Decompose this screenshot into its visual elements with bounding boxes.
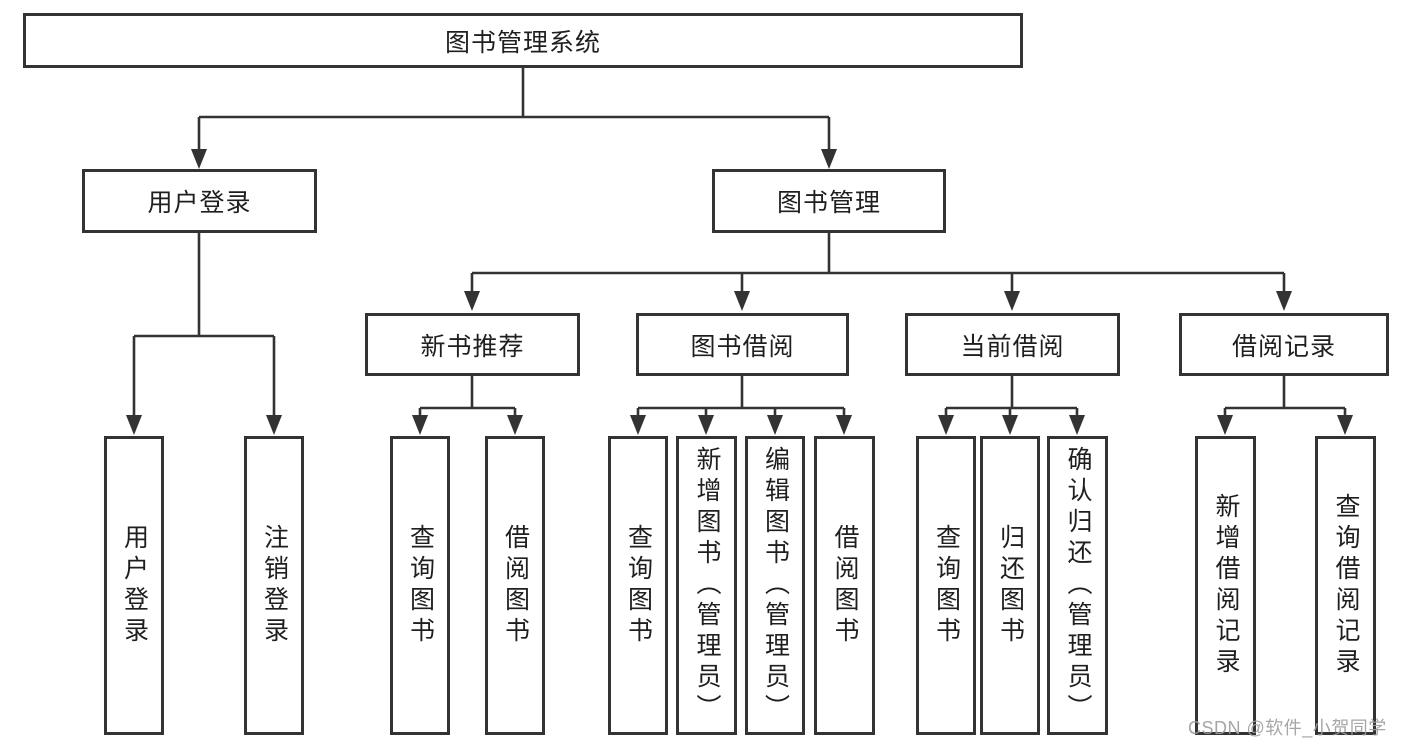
connector-root-to-level2 (197, 68, 831, 151)
leaf-user-login: 用户登录 (104, 436, 164, 735)
node-library-management-system: 图书管理系统 (23, 13, 1023, 68)
leaf-borrow-books-recommend: 借阅图书 (485, 436, 545, 735)
node-book-management: 图书管理 (712, 169, 946, 233)
node-label: 借阅记录 (1231, 332, 1336, 361)
connector-current-to-leaves (944, 376, 1079, 417)
leaf-label: 借阅图书 (831, 523, 859, 648)
leaf-label: 用户登录 (120, 523, 149, 648)
leaf-label: 新增图书（管理员） (693, 446, 721, 725)
node-borrowing-records: 借阅记录 (1179, 313, 1389, 376)
leaf-return-books: 归还图书 (980, 436, 1040, 735)
connector-bookmgmt-to-level3 (470, 233, 1286, 293)
arrowheads (126, 149, 1353, 435)
leaf-query-books-recommend: 查询图书 (390, 436, 450, 735)
leaf-label: 编辑图书（管理员） (761, 446, 790, 725)
leaf-query-books-borrowing: 查询图书 (608, 436, 668, 735)
leaf-confirm-return-admin: 确认归还（管理员） (1047, 436, 1108, 735)
leaf-label: 新增借阅记录 (1212, 492, 1240, 679)
node-new-book-recommendation: 新书推荐 (365, 313, 580, 376)
leaf-label: 查询图书 (406, 523, 435, 648)
node-user-login: 用户登录 (82, 169, 317, 233)
leaf-query-books-current: 查询图书 (916, 436, 976, 735)
node-current-borrowing: 当前借阅 (905, 313, 1120, 376)
connector-newbook-to-leaves (418, 376, 517, 417)
leaf-label: 确认归还（管理员） (1064, 446, 1092, 725)
connector-userlogin-to-leaves (132, 233, 276, 417)
node-label: 新书推荐 (420, 332, 525, 361)
leaf-label: 查询图书 (624, 523, 653, 648)
leaf-label: 注销登录 (260, 523, 289, 648)
csdn-watermark: CSDN @软件_小贺同学 (1188, 718, 1387, 738)
leaf-add-borrow-record: 新增借阅记录 (1195, 436, 1256, 735)
leaf-label: 查询图书 (932, 523, 961, 648)
node-label: 图书管理系统 (444, 28, 601, 57)
connector-borrowing-to-leaves (636, 376, 846, 417)
leaf-add-books-admin: 新增图书（管理员） (676, 436, 737, 735)
node-label: 当前借阅 (960, 332, 1065, 361)
node-label: 用户登录 (147, 189, 252, 217)
leaf-label: 查询借阅记录 (1332, 492, 1360, 679)
leaf-edit-books-admin: 编辑图书（管理员） (745, 436, 805, 735)
connector-records-to-leaves (1223, 376, 1347, 417)
leaf-label: 借阅图书 (501, 523, 530, 648)
node-book-borrowing: 图书借阅 (636, 313, 849, 376)
node-label: 图书管理 (776, 189, 881, 217)
leaf-query-borrow-record: 查询借阅记录 (1315, 436, 1376, 735)
leaf-label: 归还图书 (996, 523, 1025, 648)
leaf-borrow-books-borrowing: 借阅图书 (814, 436, 875, 735)
leaf-logout-login: 注销登录 (244, 436, 304, 735)
node-label: 图书借阅 (690, 332, 795, 361)
